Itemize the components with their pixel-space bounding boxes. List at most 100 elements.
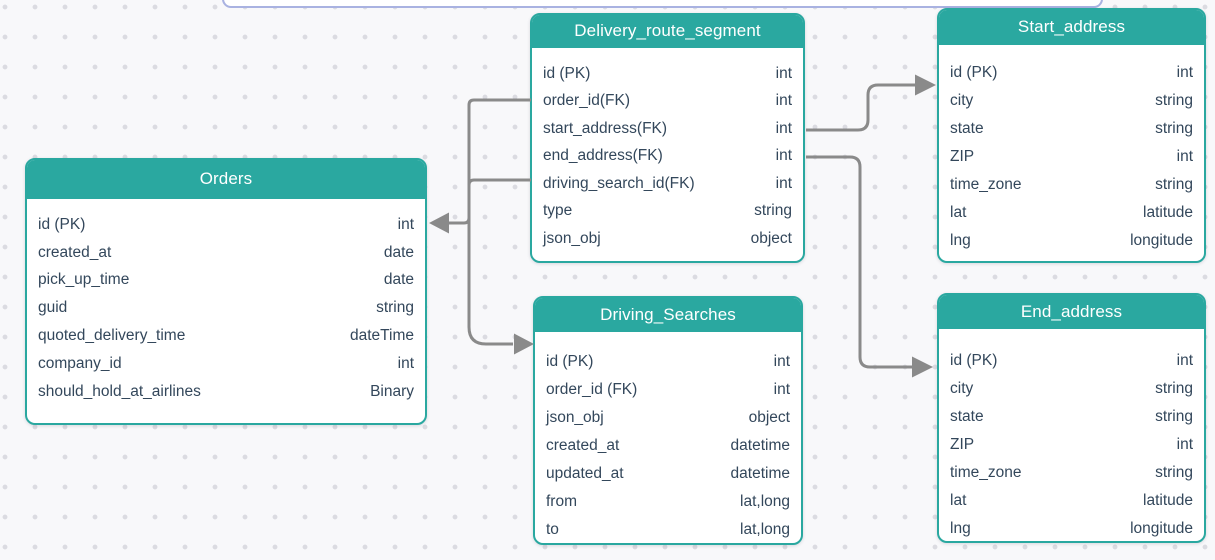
field-row: quoted_delivery_time dateTime <box>27 322 425 350</box>
field-row: id (PK)int <box>535 348 801 376</box>
field-name: json_obj <box>543 229 601 247</box>
field-type: longitude <box>1130 520 1193 537</box>
connector-drivingsearchid-to-driving-searches[interactable] <box>467 178 534 355</box>
field-name: json_obj <box>546 409 604 426</box>
field-type: lat,long <box>740 521 790 538</box>
field-row: lng longitude <box>939 227 1204 255</box>
field-row: ZIP int <box>939 143 1204 171</box>
field-name: created_at <box>38 243 112 261</box>
field-name: state <box>950 120 984 137</box>
field-type: int <box>397 354 414 372</box>
field-name: id (PK) <box>950 64 998 81</box>
table-header: Orders <box>27 160 425 199</box>
field-name: id (PK) <box>38 215 86 233</box>
field-name: id (PK) <box>543 64 591 82</box>
field-name: end_address(FK) <box>543 147 663 165</box>
field-type: int <box>1176 148 1193 165</box>
field-row: updated_at datetime <box>535 460 801 488</box>
field-type: int <box>1176 352 1193 369</box>
field-row: pick_up_time date <box>27 267 425 295</box>
field-row: json_obj object <box>535 404 801 432</box>
field-type: latitude <box>1143 204 1193 221</box>
field-row: company_id int <box>27 350 425 378</box>
field-name: order_id (FK) <box>546 381 638 398</box>
field-name: quoted_delivery_time <box>38 327 186 345</box>
field-type: int <box>775 147 792 165</box>
cut-off-panel <box>222 0 1103 8</box>
field-type: string <box>1155 380 1193 397</box>
field-name: pick_up_time <box>38 271 130 289</box>
field-type: string <box>1155 408 1193 425</box>
field-type: date <box>383 271 414 289</box>
connector-endaddress-to-end-address[interactable] <box>806 155 933 378</box>
field-name: lat <box>950 492 967 509</box>
field-name: city <box>950 380 974 397</box>
table-header: End_address <box>939 295 1204 329</box>
field-name: driving_search_id(FK) <box>543 174 695 192</box>
field-type: Binary <box>370 382 414 400</box>
field-name: to <box>546 521 559 538</box>
field-name: start_address(FK) <box>543 119 668 137</box>
field-row: id (PK) int <box>939 59 1204 87</box>
field-type: longitude <box>1130 232 1193 249</box>
arrowhead-into-end-address <box>912 356 933 378</box>
field-type: dateTime <box>349 327 414 345</box>
field-type: int <box>1176 436 1193 453</box>
field-type: int <box>775 64 792 82</box>
entity-table-delivery-route-segment[interactable]: Delivery_route_segment id (PK) int order_i… <box>530 13 805 263</box>
field-row: end_address(FK) int <box>532 143 803 171</box>
field-row: id (PK)int <box>27 211 425 239</box>
field-row: lng longitude <box>939 515 1204 541</box>
connector-startaddress-to-start-address[interactable] <box>806 74 936 132</box>
field-name: order_id(FK) <box>543 92 630 110</box>
arrowhead-into-driving-searches <box>514 333 534 355</box>
field-row: driving_search_id(FK)int <box>532 170 803 198</box>
field-type: datetime <box>730 437 790 454</box>
field-row: lat latitude <box>939 487 1204 515</box>
field-name: updated_at <box>546 465 624 482</box>
field-name: should_hold_at_airlines <box>38 382 201 400</box>
field-row: id (PK) int <box>939 347 1204 375</box>
field-type: latitude <box>1143 492 1193 509</box>
table-header: Driving_Searches <box>535 298 801 332</box>
connector-orderid-to-orders[interactable] <box>429 98 531 234</box>
field-type: string <box>754 202 792 220</box>
field-type: datetime <box>730 465 790 482</box>
arrowhead-into-start-address <box>915 74 936 96</box>
field-type: lat,long <box>740 493 790 510</box>
field-row: id (PK) int <box>532 60 803 88</box>
field-type: int <box>775 92 792 110</box>
field-name: city <box>950 92 974 109</box>
field-row: order_id (FK) int <box>535 376 801 404</box>
field-row: to lat,long <box>535 516 801 543</box>
field-name: company_id <box>38 354 122 372</box>
field-name: lng <box>950 520 971 537</box>
field-name: from <box>546 493 577 510</box>
table-header: Start_address <box>939 10 1204 45</box>
table-header: Delivery_route_segment <box>532 15 803 48</box>
field-type: int <box>1176 64 1193 81</box>
field-name: id (PK) <box>950 352 998 369</box>
field-name: lng <box>950 232 971 249</box>
field-name: ZIP <box>950 148 975 165</box>
field-type: int <box>773 381 790 398</box>
field-row: start_address(FK)int <box>532 115 803 143</box>
field-type: string <box>1155 120 1193 137</box>
field-type: object <box>748 409 790 426</box>
